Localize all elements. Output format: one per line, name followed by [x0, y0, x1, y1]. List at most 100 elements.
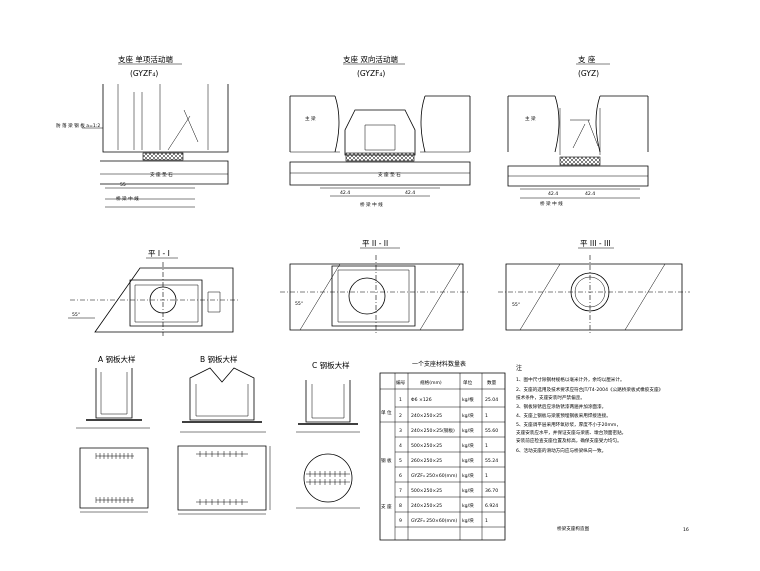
- elevation-view-3: 支 座 (GYZ) 42.4 42.4 桥 梁 中 线 主 梁: [507, 54, 649, 207]
- detailA-title: A 钢板大样: [98, 354, 136, 364]
- plan1-slope: 55°: [72, 312, 80, 318]
- svg-text:240×250×25(钢板): 240×250×25(钢板): [411, 427, 455, 434]
- svg-text:防 落 梁 钢 板 a=1:2: 防 落 梁 钢 板 a=1:2: [56, 122, 100, 129]
- note-line: 安装前应检查支座位置及标高，确保支座受力均匀。: [516, 437, 622, 444]
- svg-text:55.60: 55.60: [485, 428, 498, 434]
- svg-text:主 梁: 主 梁: [525, 115, 536, 122]
- elevation-view-1: 支座 单项活动端 (GYZF₄) 55 支 座 垫 石 防 落 梁 钢 板 a=…: [56, 54, 229, 208]
- table-row: 6 GYZF₄ 250×60(mm) kg/块 1: [399, 472, 488, 479]
- note-line: 2、支座的选用及技术要求应符合JT/T4-2004《公路桥梁板式橡胶支座》: [516, 386, 663, 393]
- detail-c: C 钢板大样: [296, 360, 360, 509]
- view2-dim-right: 42.4: [405, 190, 415, 196]
- svg-text:6: 6: [399, 473, 402, 479]
- svg-text:支 座 垫 石: 支 座 垫 石: [378, 171, 401, 178]
- table-row: 8 240×250×25 kg/块 6.924: [399, 502, 498, 509]
- plan-view-2: 平 II - II 55°: [280, 239, 470, 335]
- svg-text:25.04: 25.04: [485, 397, 498, 403]
- svg-text:GYZF₄ 250×60(mm): GYZF₄ 250×60(mm): [411, 473, 457, 479]
- table-row: 1 Φ6 ×126 kg/根 25.04: [399, 396, 498, 403]
- detailC-title: C 钢板大样: [312, 360, 350, 370]
- svg-text:kg/块: kg/块: [462, 502, 474, 509]
- page-number: 16: [683, 527, 689, 533]
- svg-text:7: 7: [399, 488, 402, 494]
- svg-text:桥 梁 中 线: 桥 梁 中 线: [116, 195, 139, 202]
- svg-text:260×250×25: 260×250×25: [411, 458, 442, 464]
- svg-text:2: 2: [399, 413, 402, 419]
- table-row: 7 500×250×25 kg/块 36.70: [399, 487, 498, 494]
- svg-text:1: 1: [485, 518, 488, 524]
- note-line: 6、活动支座的滑动方向应与桥梁纵向一致。: [516, 447, 606, 454]
- svg-text:kg/块: kg/块: [462, 427, 474, 434]
- table-group-2: 钢 板: [381, 457, 392, 464]
- svg-text:kg/块: kg/块: [462, 442, 474, 449]
- table-header-unit: 单位: [463, 379, 473, 386]
- svg-text:6.924: 6.924: [485, 503, 498, 509]
- view3-dim-right: 42.4: [585, 191, 595, 197]
- table-row: 4 500×250×25 kg/块 1: [399, 442, 488, 449]
- svg-text:支 座 垫 石: 支 座 垫 石: [150, 171, 173, 178]
- svg-text:1: 1: [485, 443, 488, 449]
- svg-text:kg/块: kg/块: [462, 472, 474, 479]
- table-group-1: 单 位: [381, 409, 392, 416]
- svg-text:GYZF₄ 250×60(mm): GYZF₄ 250×60(mm): [411, 518, 457, 524]
- svg-text:500×250×25: 500×250×25: [411, 488, 442, 494]
- note-line: 4、支座上钢板与梁底预埋钢板采用焊接连接。: [516, 412, 611, 419]
- view3-title: 支 座: [578, 54, 596, 64]
- svg-text:桥 梁 中 线: 桥 梁 中 线: [360, 201, 383, 208]
- svg-text:kg/块: kg/块: [462, 412, 474, 419]
- view1-title: 支座 单项活动端: [118, 54, 173, 64]
- plan-view-3: 平 III - III 55°: [498, 239, 690, 335]
- view2-title: 支座 双向活动端: [343, 54, 398, 64]
- svg-text:55: 55: [120, 182, 126, 188]
- svg-text:8: 8: [399, 503, 402, 509]
- detail-a: A 钢板大样: [76, 354, 150, 513]
- svg-text:Φ6 ×126: Φ6 ×126: [411, 397, 432, 403]
- plan2-slope: 55°: [295, 301, 303, 307]
- svg-text:kg/块: kg/块: [462, 487, 474, 494]
- svg-text:kg/根: kg/根: [462, 396, 474, 403]
- table-row: 9 GYZF₄ 250×60(mm) kg/块 1: [399, 517, 488, 524]
- table-title: 一个支座材料数量表: [412, 360, 466, 368]
- svg-text:55.24: 55.24: [485, 458, 498, 464]
- notes-block: 注 1、图中尺寸除钢材规格以毫米计外，余均以厘米计。 2、支座的选用及技术要求应…: [516, 364, 663, 454]
- svg-text:1: 1: [485, 413, 488, 419]
- note-line: 1、图中尺寸除钢材规格以毫米计外，余均以厘米计。: [516, 376, 625, 383]
- svg-text:主 梁: 主 梁: [305, 115, 316, 122]
- table-row: 5 260×250×25 kg/块 55.24: [399, 457, 498, 464]
- view3-dim-left: 42.4: [548, 191, 558, 197]
- note-line: 支座安装应水平，并保证支座与梁底、墩台顶面密贴，: [516, 429, 626, 436]
- notes-heading: 注: [516, 364, 522, 372]
- plan1-title: 平 I - I: [148, 249, 170, 258]
- svg-text:3: 3: [399, 428, 402, 434]
- svg-text:240×250×25: 240×250×25: [411, 413, 442, 419]
- view1-code: (GYZF₄): [130, 69, 158, 78]
- view3-code: (GYZ): [578, 69, 599, 78]
- plan-view-1: 平 I - I 55°: [68, 249, 238, 336]
- plan2-title: 平 II - II: [362, 239, 388, 248]
- view2-dim-left: 42.4: [340, 190, 350, 196]
- svg-text:9: 9: [399, 518, 402, 524]
- plan3-slope: 55°: [512, 302, 520, 308]
- svg-text:kg/块: kg/块: [462, 457, 474, 464]
- svg-text:240×250×25: 240×250×25: [411, 503, 442, 509]
- table-header-no: 编号: [396, 379, 406, 386]
- view2-code: (GYZF₄): [357, 69, 385, 78]
- drawing-caption: 桥梁支座构造图: [557, 525, 590, 532]
- table-row: 2 240×250×25 kg/块 1: [399, 412, 488, 419]
- table-row: 3 240×250×25(钢板) kg/块 55.60: [399, 427, 498, 434]
- material-table: 一个支座材料数量表 编号 规格(mm) 单位 数量 单 位 钢 板 支 座 1 …: [379, 360, 506, 541]
- detail-b: B 钢板大样: [177, 354, 271, 515]
- svg-text:kg/块: kg/块: [462, 517, 474, 524]
- elevation-view-2: 支座 双向活动端 (GYZF₄) 42.4 42.4 支 座 垫 石 桥 梁 中…: [289, 54, 471, 208]
- detailB-title: B 钢板大样: [200, 354, 238, 364]
- note-line: 技术条件，支座安装时严禁偏歪。: [516, 394, 585, 401]
- svg-text:1: 1: [485, 473, 488, 479]
- table-header-qty: 数量: [487, 379, 497, 386]
- svg-text:36.70: 36.70: [485, 488, 498, 494]
- note-line: 3、钢板除锈后应涂防锈漆两遍并加涂面漆。: [516, 403, 606, 410]
- svg-text:1: 1: [399, 397, 402, 403]
- table-header-spec: 规格(mm): [420, 379, 442, 386]
- plan3-title: 平 III - III: [580, 239, 611, 248]
- svg-text:4: 4: [399, 443, 402, 449]
